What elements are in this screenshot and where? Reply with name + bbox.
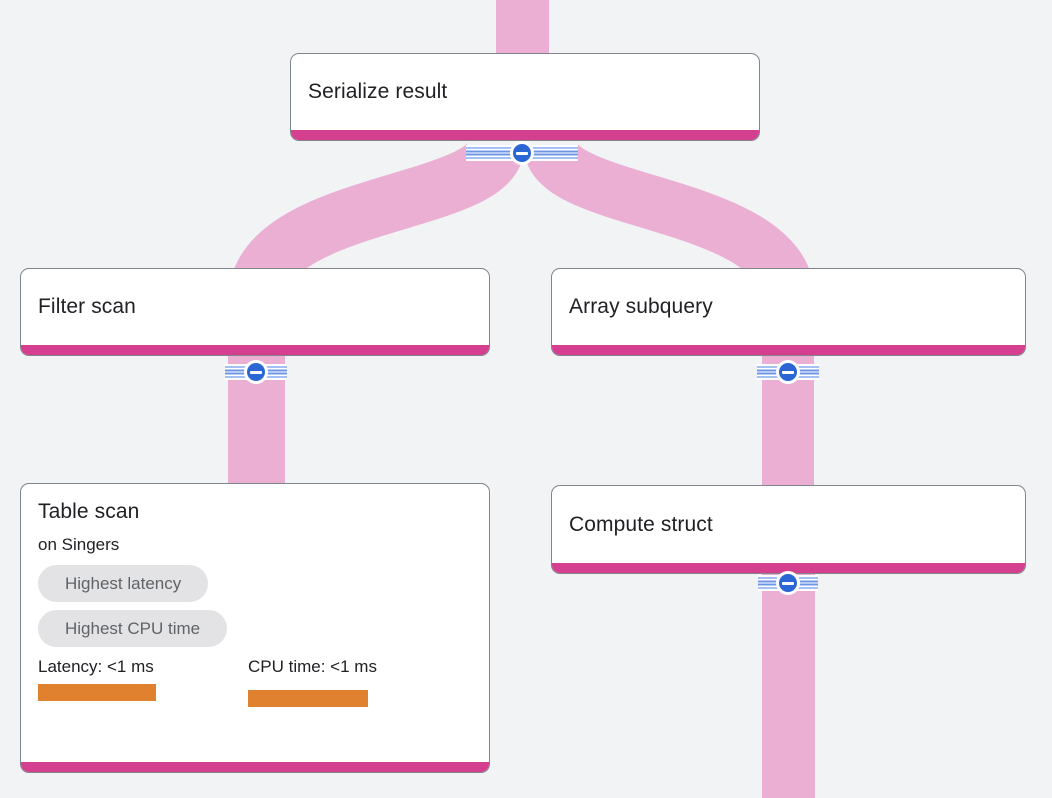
node-title: Filter scan: [38, 295, 136, 318]
node-title: Array subquery: [569, 295, 713, 318]
node-serialize-result[interactable]: Serialize result: [290, 53, 760, 141]
collapse-button[interactable]: [510, 141, 534, 165]
metrics-row: Latency: <1 ms CPU time: <1 ms: [38, 655, 472, 707]
latency-label: Latency: <1 ms: [38, 657, 154, 676]
node-filter-scan[interactable]: Filter scan: [20, 268, 490, 356]
node-compute-struct[interactable]: Compute struct: [551, 485, 1026, 574]
collapse-control-filter-scan[interactable]: [225, 356, 287, 388]
node-accent-bar: [291, 130, 759, 140]
node-accent-bar: [552, 563, 1025, 573]
latency-metric: Latency: <1 ms: [38, 655, 248, 707]
edge-compute-to-offscreen: [762, 574, 815, 798]
edge-serialize-to-array: [524, 139, 815, 304]
cpu-time-bar: [248, 690, 368, 707]
minus-icon: [782, 581, 794, 585]
node-accent-bar: [552, 345, 1025, 355]
edge-serialize-to-filter: [228, 139, 524, 304]
minus-icon: [516, 151, 528, 155]
node-accent-bar: [21, 762, 489, 772]
cpu-time-metric: CPU time: <1 ms: [248, 655, 458, 707]
node-subtitle: on Singers: [38, 535, 120, 554]
node-accent-bar: [21, 345, 489, 355]
latency-bar: [38, 684, 156, 701]
collapse-button[interactable]: [244, 360, 268, 384]
cpu-time-label: CPU time: <1 ms: [248, 657, 377, 676]
node-body: Table scan on Singers Highest latency Hi…: [21, 484, 489, 707]
collapse-control-serialize-result[interactable]: [466, 137, 578, 169]
node-array-subquery[interactable]: Array subquery: [551, 268, 1026, 356]
node-title: Serialize result: [308, 80, 448, 103]
collapse-button[interactable]: [776, 571, 800, 595]
minus-icon: [782, 370, 794, 374]
edge-root-to-serialize: [496, 0, 549, 60]
node-title: Table scan: [38, 500, 140, 523]
collapse-control-array-subquery[interactable]: [757, 356, 819, 388]
badge-highest-cpu-time: Highest CPU time: [38, 610, 228, 647]
collapse-control-compute-struct[interactable]: [758, 567, 818, 599]
node-title: Compute struct: [569, 512, 713, 536]
badge-highest-latency: Highest latency: [38, 565, 209, 602]
collapse-button[interactable]: [776, 360, 800, 384]
node-table-scan[interactable]: Table scan on Singers Highest latency Hi…: [20, 483, 490, 773]
minus-icon: [250, 370, 262, 374]
